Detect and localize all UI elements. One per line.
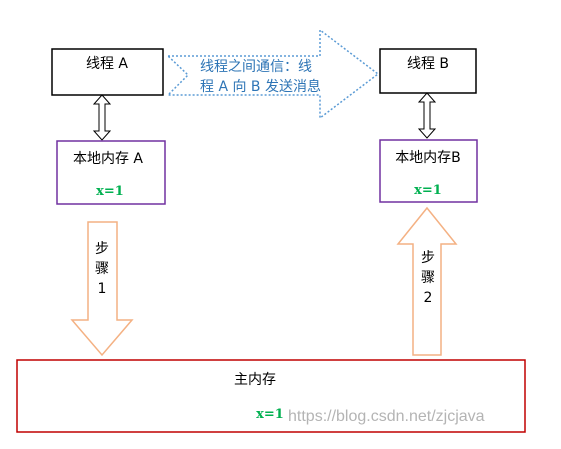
step2-arrow bbox=[396, 206, 458, 356]
watermark-text: https://blog.csdn.net/zjcjava bbox=[288, 408, 485, 425]
main-memory-box bbox=[16, 359, 526, 433]
local-memory-a-label: 本地内存 A bbox=[73, 151, 143, 167]
thread-a-box bbox=[51, 48, 164, 96]
step1-label-line3: 1 bbox=[98, 281, 107, 297]
connector-a-double-arrow bbox=[92, 94, 112, 141]
thread-b-box bbox=[379, 48, 477, 94]
local-memory-b-box bbox=[379, 139, 478, 203]
step1-label-line2: 骤 bbox=[95, 261, 109, 277]
step1-arrow bbox=[70, 221, 134, 357]
local-memory-b-label: 本地内存B bbox=[395, 150, 461, 166]
connector-b-double-arrow bbox=[417, 92, 437, 139]
communication-text-line1: 线程之间通信：线 bbox=[200, 59, 312, 75]
step2-label-line3: 2 bbox=[424, 290, 433, 306]
communication-text-line2: 程 A 向 B 发送消息 bbox=[200, 78, 321, 95]
local-memory-b-value: x=1 bbox=[414, 183, 442, 198]
local-memory-a-box bbox=[56, 140, 166, 205]
thread-b-label: 线程 B bbox=[407, 56, 449, 72]
main-memory-value: x=1 bbox=[256, 407, 284, 422]
main-memory-label: 主内存 bbox=[234, 372, 276, 388]
step1-label-line1: 步 bbox=[95, 241, 109, 257]
step2-label-line2: 骤 bbox=[421, 270, 435, 286]
thread-a-label: 线程 A bbox=[86, 56, 128, 72]
step2-label-line1: 步 bbox=[421, 250, 435, 266]
local-memory-a-value: x=1 bbox=[96, 184, 124, 199]
communication-arrow bbox=[166, 28, 380, 120]
